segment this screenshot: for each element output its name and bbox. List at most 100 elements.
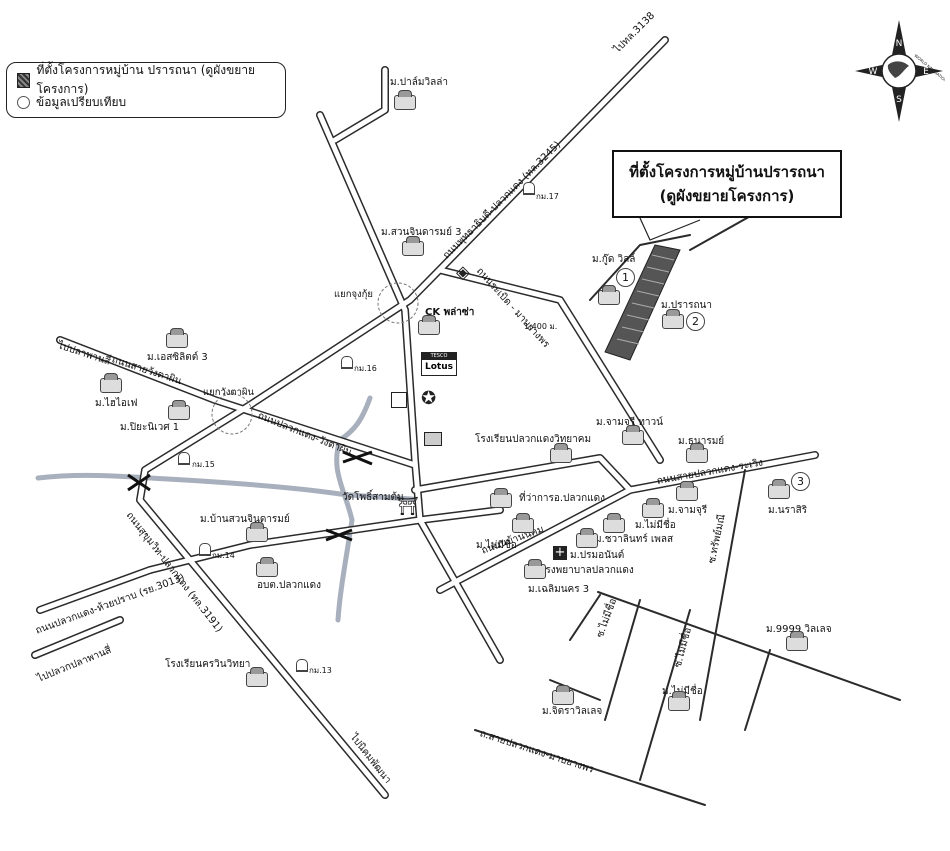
road-palm [331,66,389,144]
pathom-house-icon [576,528,598,548]
place-suan-jinda3: ม.สวนจินดารมย์ 3 [381,227,462,238]
callout-leader [639,217,701,241]
place-tambon: อบต.ปลวกแดง [257,580,321,591]
globe-land-icon [887,61,909,78]
road-minor-1 [569,594,601,641]
tambon-office-icon [256,557,278,577]
junction-label-yaeng-ku: แยกจุงกุ้ย [334,289,373,300]
gas-station-icon: ◈ [456,262,470,283]
km15-label: กม.15 [192,460,215,469]
legend-compare-label: ข้อมูลเปรียบเทียบ [36,94,127,109]
service-square-icon [391,392,407,408]
km14-marker-icon [199,543,211,556]
ban-suan-house-icon [246,522,268,542]
mai-mi-chue-c-house-icon [668,691,690,711]
legend: ที่ตั้งโครงการหมู่บ้าน ปรารถนา (ดูผังขยา… [6,62,286,118]
place-chitra: ม.จิตราวิลเลจ [542,706,603,717]
project-parcel [604,244,681,361]
jamjuri-town-house-icon [622,425,644,445]
junction-yaeng-ku [377,282,419,324]
legend-project-label: ที่ตั้งโครงการหมู่บ้าน ปรารถนา (ดูผังขยา… [36,63,256,96]
place-9999: ม.9999 วิลเลจ [766,624,832,635]
place-mai-mi-chue-a: ม.ไม่มีชื่อ [476,540,517,551]
school-pluak-icon [550,443,572,463]
place-piya-niwet: ม.ปิยะนิเวศ 1 [120,422,180,433]
place-school-pluak: โรงเรียนปลวกแดงวิทยาคม [475,434,592,445]
junction-label-yaeng-wang: แยกวังตาผิน [203,387,254,398]
place-wat: วัดโพธิ์สามต้น [342,492,404,503]
place-mai-mi-chue-b: ม.ไม่มีชื่อ [635,520,676,531]
place-palm-villa: ม.ปาล์มวิลล่า [390,77,448,88]
project-swatch-icon [17,72,31,88]
road-minor-4 [744,649,771,731]
lotus-store-icon: TESCO Lotus [421,352,457,376]
district-office-icon [490,488,512,508]
chawalit-house-icon [603,513,625,533]
km17-marker-icon [523,182,535,195]
ck-plaza-building-icon [418,315,440,335]
place-prathana: ม.ปรารถนา [661,300,712,311]
road-pluak-mab [474,729,706,806]
bridge-1 [342,450,373,466]
km16-label: กม.16 [354,364,377,373]
palm-villa-house-icon [394,90,416,110]
place-good-villa: ม.กู๊ด วิลล์ [592,254,636,265]
jamjuri-house-icon [676,481,698,501]
bridges [127,450,373,542]
piya-niwet-house-icon [168,400,190,420]
junction-yaeng-wang [211,393,253,435]
lotus-tesco-band: TESCO [422,353,456,360]
excellent3-house-icon [166,328,188,348]
narasiri-house-icon [768,479,790,499]
road-9999 [597,591,901,701]
place-hospital: โรงพยาบาลปลวกแดง [540,565,634,576]
road-minor-3 [639,609,691,781]
callout-line2: (ดูผังขยายโครงการ) [659,187,795,205]
star-landmark-icon: ✪ [421,388,437,409]
project-parcel-hatch [616,254,675,345]
river-west [35,472,423,503]
marker-3: 3 [791,472,810,491]
chaloem3-house-icon [524,559,546,579]
road-sap-mani [699,469,746,721]
compass-e: E [923,67,929,77]
chitra-house-icon [552,685,574,705]
mai-mi-chue-a-house-icon [512,513,534,533]
km13-label: กม.13 [309,666,332,675]
place-excellent3: ม.เอสซิลิตต์ 3 [147,352,208,363]
place-chaloem3: ม.เฉลิมนคร 3 [528,584,590,595]
mai-mi-chue-b-house-icon [642,498,664,518]
km17-label: กม.17 [536,192,559,201]
compass-w: W [869,67,878,77]
project-callout: ที่ตั้งโครงการหมู่บ้านปรารถนา (ดูผังขยาย… [612,150,842,218]
km15-marker-icon [178,452,190,465]
road-network [31,36,901,806]
hospital-cross-icon: + [553,545,567,560]
place-hi-ofe: ม.ไฮไอเฟ [95,398,138,409]
compass-rose: N S W E WORLD NAVIGATION [855,20,945,122]
callout-line1: ที่ตั้งโครงการหมู่บ้านปรารถนา [629,163,825,181]
bridge-3 [127,473,151,492]
place-jamjuri-town: ม.จามจุรี ทาวน์ [596,417,663,428]
distance-label: 1,400 ม. [524,322,558,331]
road-3245-3191 [136,36,669,799]
legend-project-row: ที่ตั้งโครงการหมู่บ้าน ปรารถนา (ดูผังขยา… [17,63,275,96]
bridge-2 [325,528,353,542]
village-9999-house-icon [786,631,808,651]
road-minor-2 [604,599,641,721]
road-minor-5 [549,679,601,701]
thanarom-house-icon [686,443,708,463]
place-school-krn: โรงเรียนครวินวิทยา [165,659,251,670]
office-small-icon [424,432,442,446]
prathana-house-icon [662,309,684,329]
river-south [334,395,373,623]
place-narasiri: ม.นราสิริ [768,505,808,516]
suan-jinda3-house-icon [402,236,424,256]
place-district-office: ที่ว่าการอ.ปลวกแดง [519,493,606,504]
school-krn-icon [246,667,268,687]
compare-circle-icon [17,95,30,109]
place-thanarom: ม.ธนารมย์ [678,436,725,447]
km13-marker-icon [296,659,308,672]
marker-1: 1 [616,268,635,287]
